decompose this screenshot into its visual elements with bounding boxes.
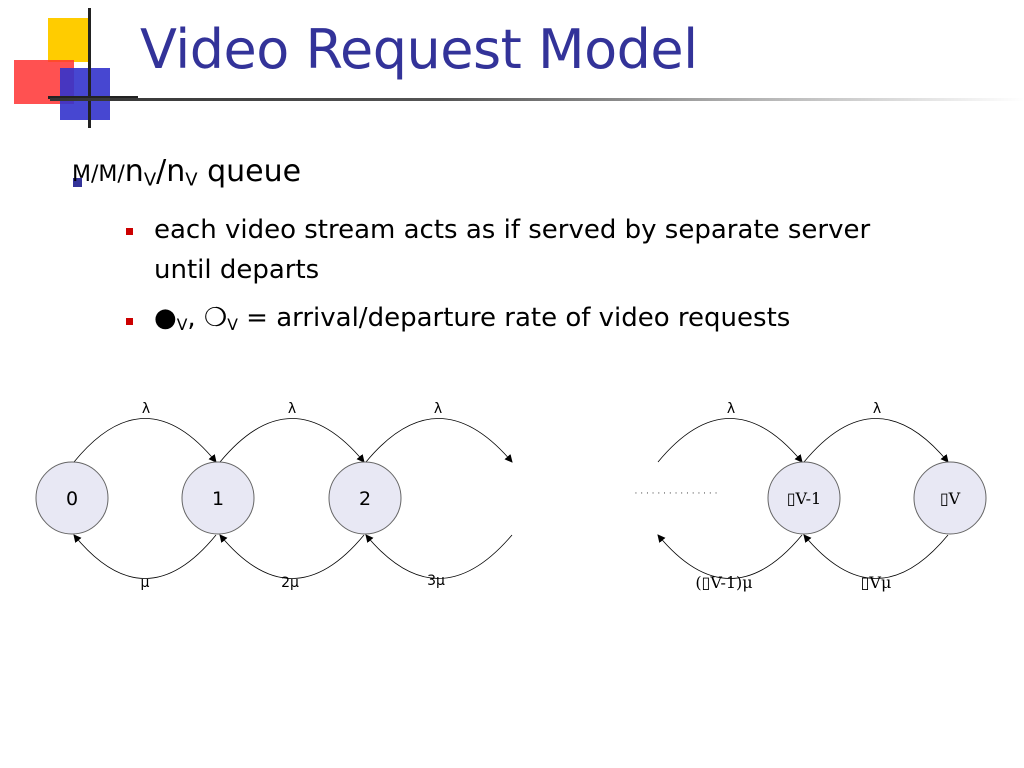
- departure-arc-n1-out: [657, 534, 803, 579]
- bullet-queue-type: M/M/nV/nV queue: [72, 154, 302, 191]
- svg-text:▯V-1: ▯V-1: [787, 489, 821, 508]
- ellipsis-dots: · · · · · · · · · · · · · · ·: [635, 489, 718, 499]
- bullet-square-icon: [126, 318, 133, 325]
- svg-text:▯V: ▯V: [940, 489, 961, 508]
- departure-label: ▯Vμ: [861, 573, 892, 592]
- departure-label: 2μ: [281, 575, 299, 591]
- state-node: 1: [181, 461, 255, 535]
- state-node: 2: [328, 461, 402, 535]
- arrival-arc-1-2: [219, 418, 365, 463]
- state-node: ▯V: [913, 461, 987, 535]
- title-underline: [50, 98, 1024, 101]
- bullet-rates: ●V, ❍V = arrival/departure rate of video…: [154, 303, 791, 334]
- svg-text:0: 0: [66, 488, 78, 510]
- departure-label: (▯V-1)μ: [695, 573, 752, 592]
- svg-text:2: 2: [359, 488, 371, 510]
- arrival-arc-in-n1: [657, 418, 803, 463]
- departure-label: 3μ: [427, 573, 445, 589]
- logo-squares: [14, 8, 138, 128]
- bullet-stream-server: each video stream acts as if served by s…: [154, 215, 871, 285]
- arrival-label: λ: [727, 401, 735, 417]
- arrival-arc-0-1: [73, 418, 217, 463]
- slide-title: Video Request Model: [140, 18, 698, 81]
- arrival-label: λ: [142, 401, 150, 417]
- state-node: ▯V-1: [767, 461, 841, 535]
- arrival-arc-2-out: [365, 418, 513, 463]
- departure-arc-2-1: [219, 534, 365, 579]
- bullet-square-icon: [73, 178, 82, 187]
- arrival-label: λ: [434, 401, 442, 417]
- arrival-label: λ: [873, 401, 881, 417]
- svg-text:1: 1: [212, 488, 224, 510]
- departure-label: μ: [141, 575, 150, 591]
- arrival-label: λ: [288, 401, 296, 417]
- departure-arc-1-0: [73, 534, 217, 579]
- departure-arc-in-2: [365, 534, 513, 579]
- arrival-arc-n1-n: [803, 418, 949, 463]
- bullet-square-icon: [126, 228, 133, 235]
- departure-arc-n-n1: [803, 534, 949, 579]
- state-node: 0: [35, 461, 109, 535]
